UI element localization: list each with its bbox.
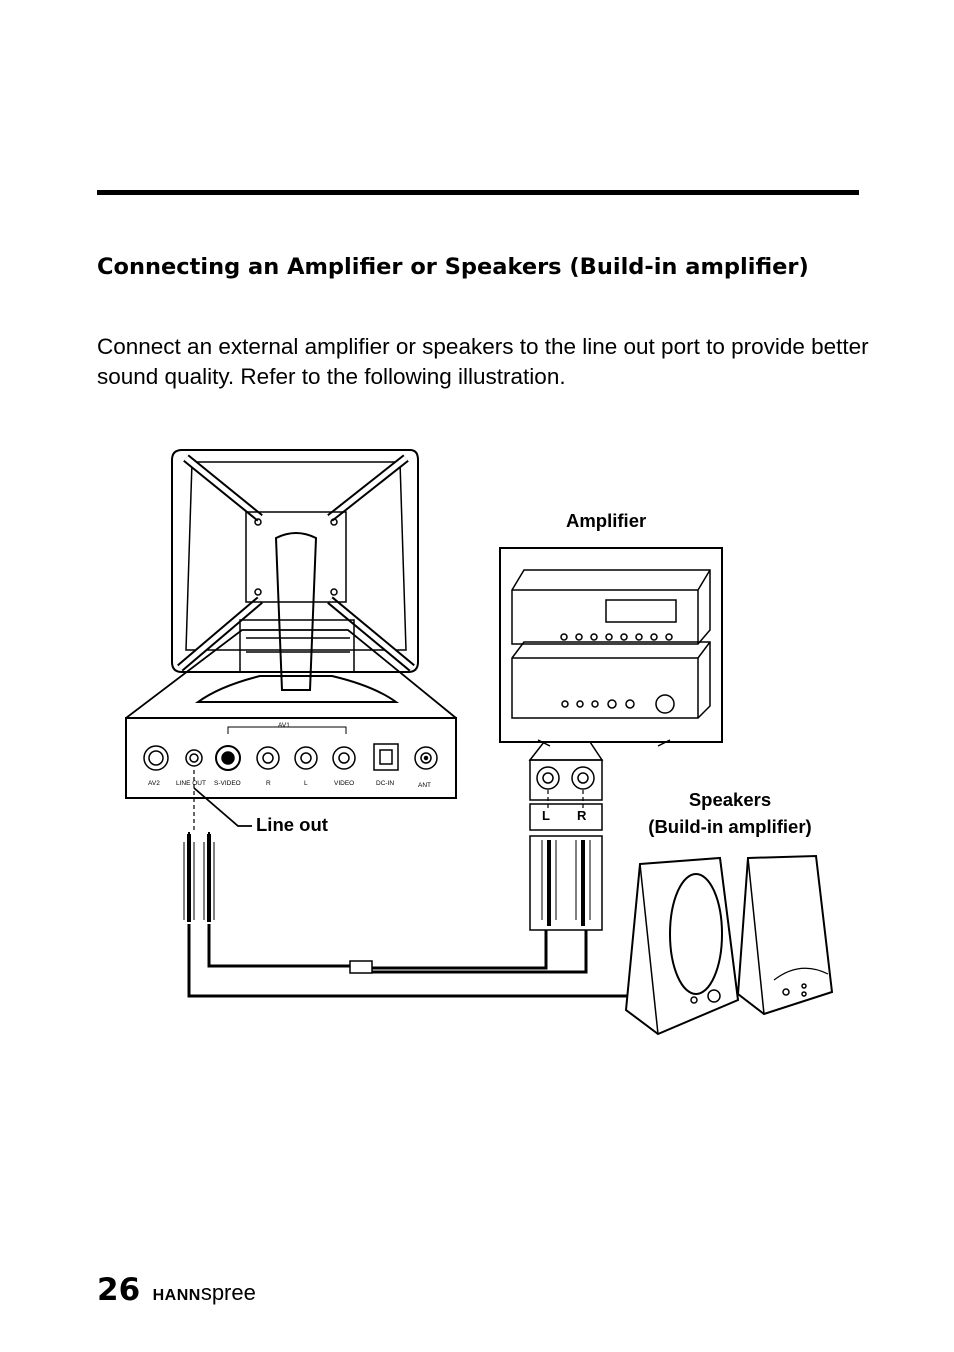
speaker-left-icon: [624, 856, 740, 1036]
brand-logo-bold: HANN: [152, 1287, 201, 1304]
speaker-right-icon: [736, 854, 834, 1016]
amp-jack-l: L: [542, 808, 550, 823]
amplifier-label: Amplifier: [566, 510, 647, 531]
tv-back-icon: [171, 449, 419, 703]
line-out-label: Line out: [256, 814, 328, 835]
port-ant: ANT: [418, 782, 431, 789]
port-line-out: LINE OUT: [176, 780, 206, 787]
port-av1: AV1: [278, 722, 290, 729]
page-footer: 26 HANNspree: [97, 1272, 256, 1312]
brand-logo-light: spree: [200, 1280, 256, 1305]
page-number: 26: [97, 1272, 141, 1308]
connection-illustration: Amplifier Line out Speakers (Build-in am…: [110, 440, 850, 1050]
port-dc-in: DC-IN: [376, 780, 395, 787]
port-s-video: S-VIDEO: [214, 780, 241, 787]
amp-jack-r: R: [577, 808, 587, 823]
speakers-label: Speakers (Build-in amplifier): [630, 786, 830, 840]
audio-cable-icon: [187, 924, 628, 998]
line-out-plug-icon: [183, 832, 215, 922]
port-l: L: [304, 780, 308, 787]
illustration-svg: [125, 449, 834, 1036]
port-r: R: [266, 780, 271, 787]
port-panel-icon: [125, 629, 457, 799]
amp-jack-icon: [528, 741, 604, 931]
section-heading: Connecting an Amplifier or Speakers (Bui…: [97, 254, 809, 280]
speakers-label-line1: Speakers: [688, 789, 772, 810]
body-paragraph: Connect an external amplifier or speaker…: [97, 334, 869, 389]
port-video: VIDEO: [334, 780, 355, 787]
amplifier-icon: [499, 547, 723, 747]
port-av2: AV2: [148, 780, 160, 787]
speakers-label-line2: (Build-in amplifier): [648, 816, 812, 837]
brand-logo: HANNspree: [153, 1280, 256, 1305]
top-rule: [97, 190, 859, 195]
